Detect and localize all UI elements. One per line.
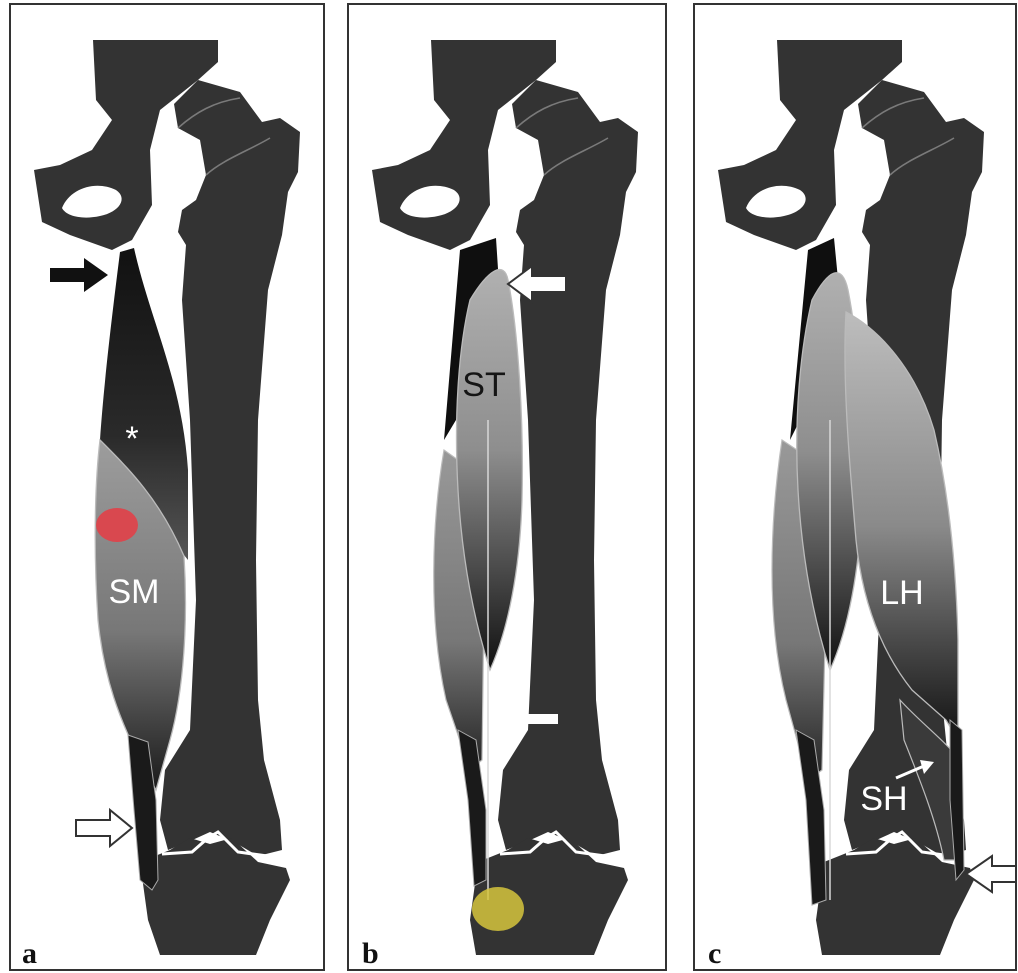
panel-c-letter: c xyxy=(708,937,721,970)
panel-c: LH SH c xyxy=(694,4,1016,970)
red-marker xyxy=(96,508,138,542)
panel-a-letter: a xyxy=(22,937,37,970)
star-label: * xyxy=(125,420,138,458)
st-label: ST xyxy=(462,366,505,404)
panel-b: ST b xyxy=(348,4,666,970)
yellow-marker xyxy=(472,887,524,931)
sm-label: SM xyxy=(109,573,160,611)
panel-a: * SM a xyxy=(10,4,324,970)
panel-b-letter: b xyxy=(362,937,379,970)
lh-label: LH xyxy=(880,574,923,612)
sh-label: SH xyxy=(860,780,907,818)
